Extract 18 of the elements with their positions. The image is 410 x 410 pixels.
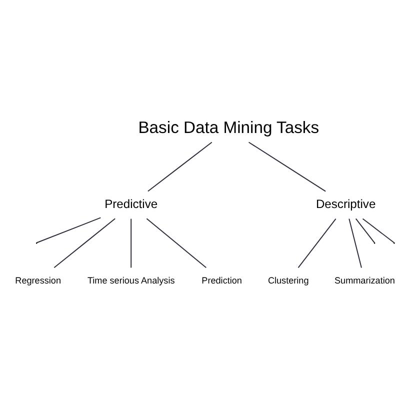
connector [348, 218, 362, 268]
connector [147, 142, 212, 192]
node-text: Basic Data Mining Tasks [138, 118, 320, 137]
connector [36, 217, 102, 244]
node-text: Clustering [268, 276, 309, 286]
node-text: Descriptive [316, 196, 376, 211]
connector [248, 142, 326, 192]
connector [54, 218, 116, 268]
connector [298, 218, 336, 268]
node-text: Regression [15, 276, 62, 286]
node-text: Prediction [202, 276, 242, 286]
connector [130, 218, 132, 268]
connector [146, 218, 207, 268]
node-text: Time serious Analysis [87, 276, 175, 286]
connector [355, 218, 376, 244]
connector [362, 218, 395, 244]
node-text: Predictive [104, 196, 158, 211]
node-text: Summarization [334, 276, 395, 286]
